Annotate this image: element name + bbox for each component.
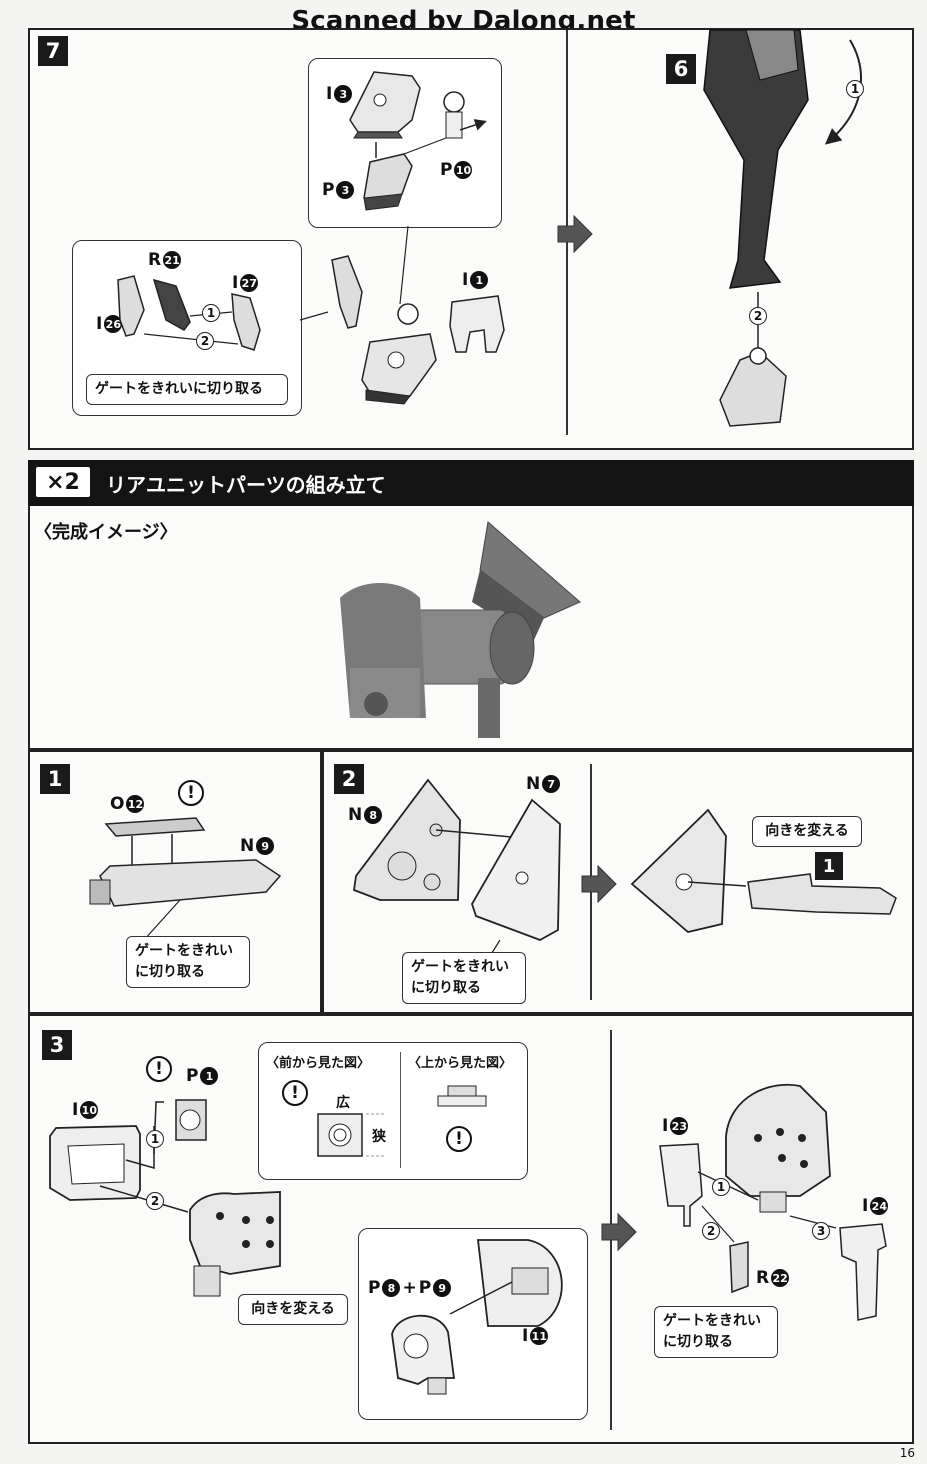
step1-callout-line1: ゲートをきれい [135, 943, 233, 959]
caution-icon: ! [178, 780, 204, 806]
step7-badge: 7 [38, 36, 68, 66]
top-view-drawing [437, 1085, 487, 1107]
top-view-label: 〈上から見た図〉 [408, 1056, 513, 1071]
front-view-drawing [317, 1113, 386, 1157]
step7-main-drawing [299, 225, 505, 405]
step2-right-drawing [630, 808, 897, 933]
step3-gate-callout: ゲートをきれい に切り取る [654, 1306, 778, 1358]
front-view-label: 〈前から見た図〉 [266, 1056, 371, 1071]
step7-order-1: 1 [202, 304, 220, 322]
view-diagram-box [258, 1042, 528, 1180]
page-number: 16 [899, 1446, 915, 1460]
step3-order-1b: 1 [712, 1178, 730, 1196]
step2-badge: 2 [334, 764, 364, 794]
step2-ref-badge: 1 [815, 852, 843, 880]
step1-gate-callout: ゲートをきれい に切り取る [126, 936, 250, 988]
step2-next-arrow [581, 864, 617, 904]
section-title: リアユニットパーツの組み立て [106, 473, 386, 497]
preview-label: 〈完成イメージ〉 [34, 522, 178, 543]
step1-badge: 1 [40, 764, 70, 794]
step3-caution-icon: ! [146, 1056, 172, 1082]
step3-rotate-label: 向きを変える [238, 1294, 348, 1325]
step6-badge: 6 [666, 54, 696, 84]
narrow-label: 狭 [372, 1129, 386, 1145]
step6-order-1: 1 [846, 80, 864, 98]
step2-callout-line2: に切り取る [411, 980, 481, 996]
view-box-divider [400, 1052, 401, 1168]
step3-inset-drawing [391, 1239, 563, 1395]
step2-rotate-label: 向きを変える [752, 816, 862, 847]
step1-callout-line2: に切り取る [135, 964, 205, 980]
completed-rear-unit-image [340, 521, 581, 738]
step3-order-2a: 2 [146, 1192, 164, 1210]
step1-drawing [89, 817, 282, 941]
step3-order-3b: 3 [812, 1222, 830, 1240]
step3-order-1a: 1 [146, 1130, 164, 1148]
step3-next-arrow [601, 1212, 637, 1252]
step3-callout-line1: ゲートをきれい [663, 1313, 761, 1329]
step3-left-drawing [49, 1099, 281, 1297]
quantity-badge: ×2 [36, 467, 90, 497]
section-header: ×2 リアユニットパーツの組み立て [28, 460, 914, 506]
step7-subassembly-drawing [117, 275, 261, 351]
step2-gate-callout: ゲートをきれい に切り取る [402, 952, 526, 1004]
step2-drawing [353, 778, 561, 957]
step3-badge: 3 [42, 1030, 72, 1060]
step7-detail-drawing [349, 71, 487, 211]
wide-label: 広 [336, 1095, 350, 1111]
top-view-caution-icon: ! [446, 1126, 472, 1152]
step2-callout-line1: ゲートをきれい [411, 959, 509, 975]
next-step-arrow [557, 214, 593, 254]
step6-order-2: 2 [749, 307, 767, 325]
front-view-caution-icon: ! [282, 1080, 308, 1106]
step3-order-2b: 2 [702, 1222, 720, 1240]
step3-callout-line2: に切り取る [663, 1334, 733, 1350]
step6-drawing [703, 29, 862, 427]
step7-gate-callout: ゲートをきれいに切り取る [86, 374, 288, 405]
step7-order-2: 2 [196, 332, 214, 350]
step3-right-drawing [659, 1084, 887, 1321]
